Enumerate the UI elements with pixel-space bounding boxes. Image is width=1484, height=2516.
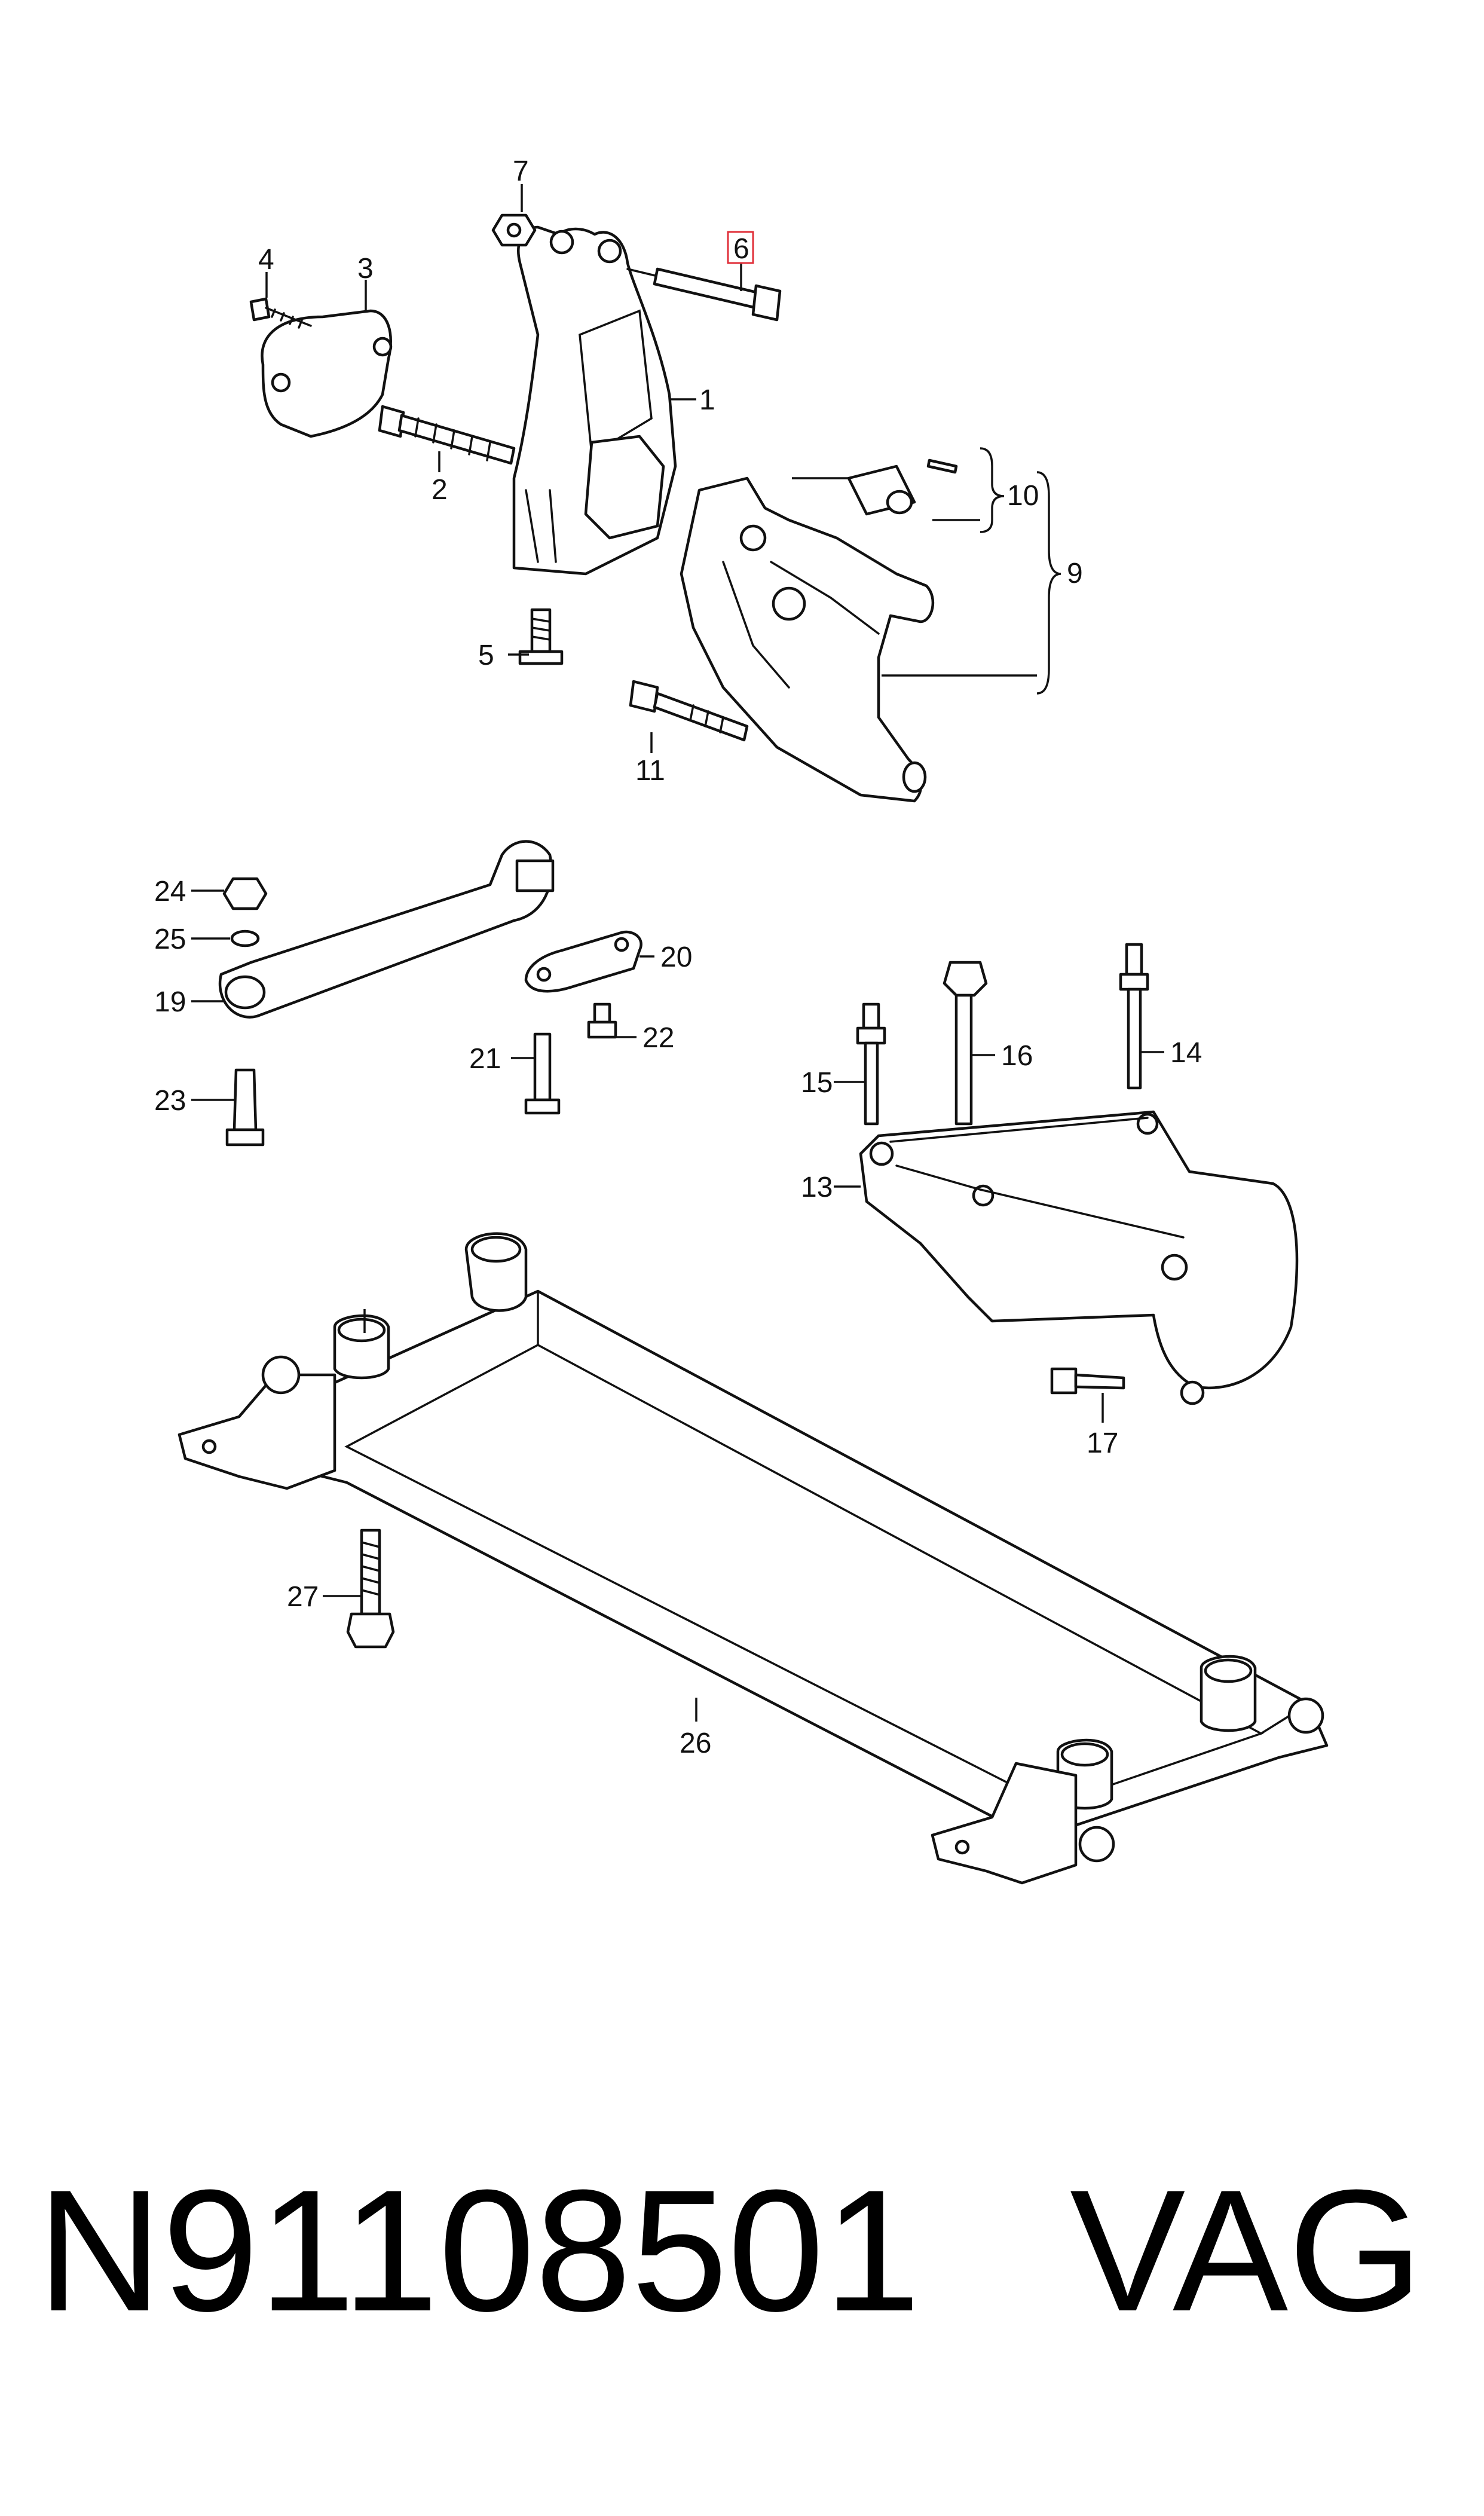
callout-16: 16: [1001, 1040, 1033, 1072]
bolt-part-6: [626, 267, 782, 322]
stud-part-14: [1119, 943, 1149, 1090]
brand-name: VAG: [1070, 2154, 1423, 2347]
stud-part-15: [856, 1002, 886, 1126]
callout-1: 1: [699, 384, 715, 416]
heat-shield-part-3: [261, 309, 393, 438]
bolt-part-17: [1050, 1367, 1125, 1395]
callout-24: 24: [154, 876, 186, 907]
engine-mount-bracket: [512, 225, 677, 576]
parts-diagram: 1 2 3 4 5 6 7 9 10 11 13 14 15 16 17 19 …: [154, 155, 1329, 1885]
callout-7: 7: [513, 155, 529, 187]
callout-10: 10: [1007, 480, 1039, 512]
bolt-part-16: [943, 961, 988, 1126]
gearbox-bracket-part-9: [680, 476, 935, 803]
callout-13: 13: [801, 1172, 833, 1203]
callout-26: 26: [680, 1728, 711, 1759]
callout-2: 2: [432, 474, 448, 506]
callout-5: 5: [478, 640, 494, 671]
highlight-box-part-6: [727, 231, 754, 264]
callout-14: 14: [1170, 1037, 1202, 1069]
callout-4: 4: [258, 244, 274, 276]
nut-part-24: [222, 877, 268, 910]
callout-20: 20: [660, 941, 692, 973]
nut-part-22: [587, 1002, 617, 1039]
bolt-part-23: [225, 1068, 265, 1147]
callout-17: 17: [1087, 1427, 1118, 1459]
callout-21: 21: [469, 1043, 501, 1075]
callout-labels: 1 2 3 4 5 6 7 9 10 11 13 14 15 16 17 19 …: [154, 155, 1202, 1759]
bolt-part-5: [518, 608, 564, 665]
callout-6: 6: [733, 233, 749, 265]
callout-22: 22: [642, 1022, 674, 1054]
callout-3: 3: [357, 253, 374, 285]
washer-part-25: [230, 930, 260, 947]
bolt-part-11: [629, 680, 749, 742]
brace-part-10: [980, 447, 1005, 533]
plate-part-20: [524, 930, 642, 993]
bolt-part-2: [378, 405, 516, 465]
gearbox-mount-part-13: [859, 1110, 1299, 1405]
brace-part-9: [1036, 471, 1061, 695]
pin-part-10: [847, 458, 958, 516]
callout-19: 19: [154, 986, 186, 1018]
callout-15: 15: [801, 1067, 833, 1099]
callout-27: 27: [287, 1581, 319, 1613]
part-number: N91108501: [37, 2154, 921, 2347]
leader-lines: [191, 184, 1164, 1722]
bolt-part-21: [524, 1032, 561, 1115]
bolt-part-4: [249, 297, 312, 329]
bolt-part-27: [346, 1528, 395, 1649]
subframe-part-26: [178, 1232, 1329, 1885]
callout-23: 23: [154, 1085, 186, 1117]
torque-rod-part-19: [218, 840, 555, 1019]
nut-part-7: [491, 213, 537, 247]
callout-25: 25: [154, 924, 186, 955]
callout-11: 11: [635, 755, 665, 787]
callout-9: 9: [1067, 558, 1083, 589]
